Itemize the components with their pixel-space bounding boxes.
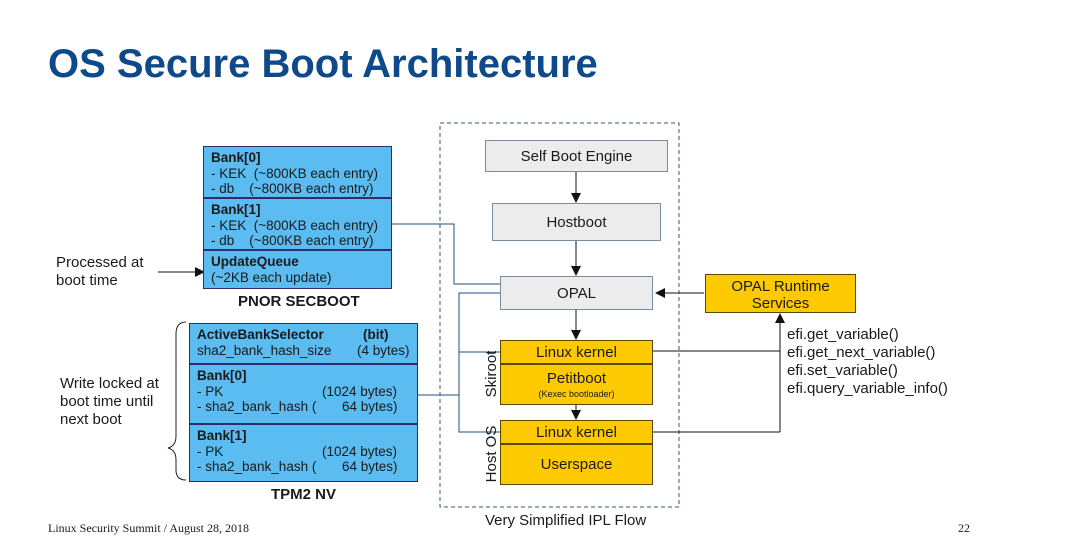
tpm-caption: TPM2 NV	[271, 486, 337, 503]
efi-call-query-variable-info: efi.query_variable_info()	[787, 380, 948, 397]
link-kernels	[458, 351, 500, 433]
tpm-bank1-pk-row: - PK (1024 bytes)	[197, 444, 417, 460]
tpm-bank0-pk: - PK	[197, 383, 224, 399]
tpm-bank0-hash-row: - sha2_bank_hash ( 64 bytes)	[197, 399, 417, 415]
pnor-bank0-header: Bank[0]	[211, 150, 261, 165]
pnor-bank1-header: Bank[1]	[211, 202, 261, 217]
tpm-selector-field: sha2_bank_hash_size	[197, 342, 332, 358]
tpm-selector-unit: (bit)	[363, 327, 389, 342]
runtime-line2: Services	[751, 295, 810, 312]
processed-line2: boot time	[56, 272, 118, 289]
tpm-selector-header-row: ActiveBankSelector (bit)	[197, 327, 417, 343]
skiroot-label: Skiroot	[483, 350, 500, 398]
tpm-bank0: Bank[0] - PK (1024 bytes) - sha2_bank_ha…	[189, 364, 418, 424]
tpm-bank1-hash: - sha2_bank_hash (	[197, 459, 317, 474]
pnor-bank1: Bank[1] - KEK (~800KB each entry) - db (…	[203, 198, 392, 250]
page-title: OS Secure Boot Architecture	[48, 42, 598, 86]
pnor-bank1-kek: - KEK (~800KB each entry)	[211, 217, 378, 233]
runtime-line1: OPAL Runtime	[731, 278, 830, 295]
tpm-selector-header: ActiveBankSelector	[197, 327, 324, 342]
pnor-update-header: UpdateQueue	[211, 254, 299, 269]
petitboot-box: Petitboot (Kexec bootloader)	[500, 364, 653, 405]
tpm-bank0-pk-row: - PK (1024 bytes)	[197, 384, 417, 400]
tpm-bank0-header: Bank[0]	[197, 368, 247, 383]
tpm-selector-field-size: (4 bytes)	[357, 342, 410, 358]
pnor-update-size: (~2KB each update)	[211, 269, 332, 285]
link-pnor-opal	[392, 223, 500, 285]
pnor-bank0-kek: - KEK (~800KB each entry)	[211, 165, 378, 181]
tpm-bank0-pk-size: (1024 bytes)	[322, 383, 398, 399]
tpm-bank0-hash-size: 64 bytes)	[342, 399, 398, 414]
pnor-bank0-db: - db (~800KB each entry)	[211, 181, 374, 196]
tpm-bank1-hash-row: - sha2_bank_hash ( 64 bytes)	[197, 459, 417, 475]
userspace-box: Userspace	[500, 444, 653, 485]
efi-call-set-variable: efi.set_variable()	[787, 362, 898, 379]
tpm-active-bank-selector: ActiveBankSelector (bit) sha2_bank_hash_…	[189, 323, 418, 364]
link-tpm-opal	[418, 292, 500, 396]
petitboot-sublabel: (Kexec bootloader)	[538, 389, 615, 399]
efi-calls-list: efi.get_variable() efi.get_next_variable…	[787, 326, 948, 398]
hostos-kernel-box: Linux kernel	[500, 420, 653, 444]
pnor-bank1-db: - db (~800KB each entry)	[211, 233, 374, 248]
footer-text: Linux Security Summit / August 28, 2018	[48, 521, 250, 535]
tpm-bank1-header: Bank[1]	[197, 428, 247, 443]
tpm-bank1-pk-size: (1024 bytes)	[322, 443, 398, 459]
opal-box: OPAL	[500, 276, 653, 310]
pnor-update-queue: UpdateQueue (~2KB each update)	[203, 250, 392, 289]
tpm-bank0-hash: - sha2_bank_hash (	[197, 399, 317, 414]
locked-line3: next boot	[60, 411, 122, 428]
efi-call-get-variable: efi.get_variable()	[787, 326, 899, 343]
hostos-label: Host OS	[483, 425, 500, 483]
efi-call-get-next-variable: efi.get_next_variable()	[787, 344, 936, 361]
opal-runtime-services-box: OPAL Runtime Services	[705, 274, 856, 313]
page-number: 22	[958, 521, 970, 535]
tpm-bank1: Bank[1] - PK (1024 bytes) - sha2_bank_ha…	[189, 424, 418, 482]
processed-label: Processed at boot time	[56, 254, 144, 290]
locked-line1: Write locked at	[60, 375, 159, 392]
write-locked-label: Write locked at boot time until next boo…	[60, 375, 159, 429]
brace-tpm	[167, 321, 187, 481]
hostboot-box: Hostboot	[492, 203, 661, 241]
tpm-bank1-pk: - PK	[197, 443, 224, 459]
ipl-flow-caption: Very Simplified IPL Flow	[485, 512, 647, 529]
processed-line1: Processed at	[56, 254, 144, 271]
pnor-caption: PNOR SECBOOT	[238, 293, 360, 310]
tpm-bank1-hash-size: 64 bytes)	[342, 459, 398, 474]
petitboot-label: Petitboot	[546, 370, 607, 387]
locked-line2: boot time until	[60, 393, 154, 410]
skiroot-kernel-box: Linux kernel	[500, 340, 653, 364]
tpm-selector-row: sha2_bank_hash_size (4 bytes)	[197, 343, 417, 359]
ipl-flow-group	[439, 122, 680, 508]
pnor-bank0: Bank[0] - KEK (~800KB each entry) - db (…	[203, 146, 392, 198]
self-boot-engine-box: Self Boot Engine	[485, 140, 668, 172]
